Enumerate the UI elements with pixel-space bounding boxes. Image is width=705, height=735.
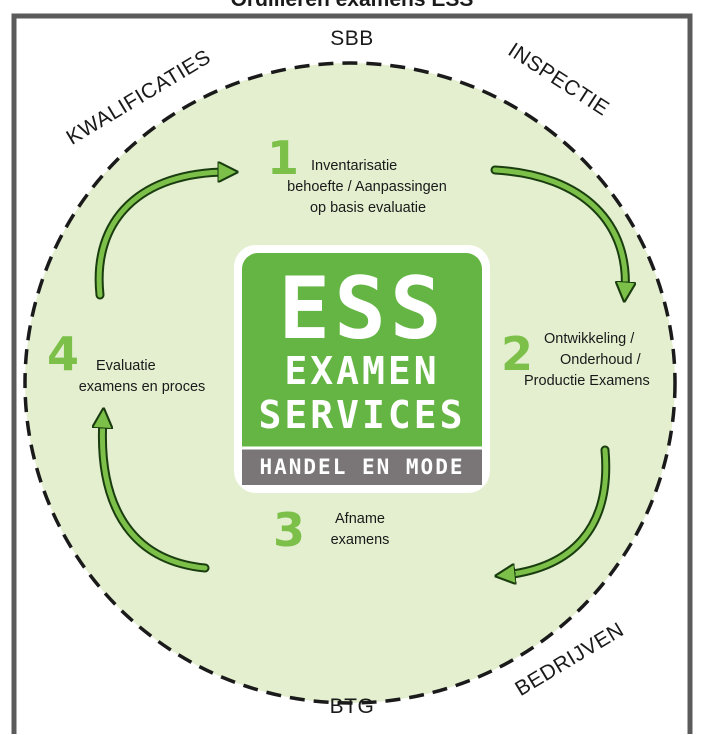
diagram-title: Ordilieren examens ESS [231, 0, 474, 11]
step-1-line-1: Inventarisatie [311, 158, 397, 174]
step-4: 4 Evaluatie examens en proces [47, 327, 205, 395]
step-1: 1 Inventarisatie behoefte / Aanpassingen… [267, 131, 447, 216]
label-inspectie: INSPECTIE [504, 38, 613, 120]
step-3-line-1: Afname [335, 511, 385, 527]
step-1-line-2: behoefte / Aanpassingen [287, 179, 447, 195]
logo-band-text: HANDEL EN MODE [259, 455, 464, 479]
step-3: 3 Afname examens [273, 503, 389, 557]
step-1-number: 1 [267, 131, 299, 185]
step-4-line-2: examens en proces [79, 379, 206, 395]
ess-logo: ESS EXAMEN SERVICES HANDEL EN MODE [234, 245, 490, 493]
step-2-line-2: Onderhoud / [560, 352, 642, 368]
step-4-line-1: Evaluatie [96, 358, 156, 374]
step-3-line-2: examens [331, 532, 390, 548]
cycle-arrows [99, 170, 625, 575]
logo-line-2: SERVICES [258, 393, 465, 437]
step-2-number: 2 [501, 327, 533, 381]
step-1-line-3: op basis evaluatie [310, 200, 426, 216]
logo-line-1: EXAMEN [284, 349, 439, 393]
logo-green-panel [242, 253, 482, 485]
step-2: 2 Ontwikkeling / Onderhoud / Productie E… [501, 327, 650, 389]
outer-frame [11, 13, 693, 734]
step-2-line-3: Productie Examens [524, 373, 650, 389]
label-btg: BTG [330, 695, 375, 718]
step-3-number: 3 [273, 503, 305, 557]
step-4-number: 4 [47, 327, 79, 381]
logo-abbr: ESS [278, 259, 445, 359]
label-sbb: SBB [330, 27, 374, 50]
step-2-line-1: Ontwikkeling / [544, 331, 635, 347]
